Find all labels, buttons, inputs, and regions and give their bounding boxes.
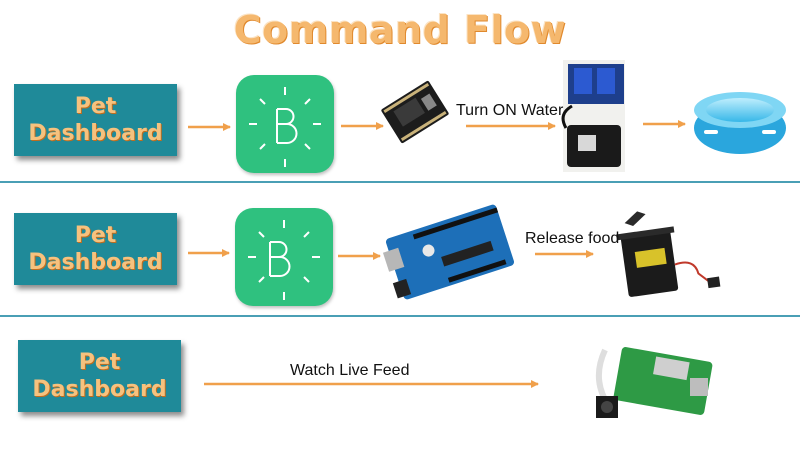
pet-dashboard-box: Pet Dashboard xyxy=(14,84,177,156)
nodemcu-board-image xyxy=(381,80,449,144)
blynk-logo-glyph xyxy=(249,87,321,167)
pet-water-bowl-image xyxy=(694,92,786,154)
servo-motor-image xyxy=(616,211,721,297)
relay-and-pump-image xyxy=(561,60,625,172)
arduino-uno-image xyxy=(382,204,515,300)
dashboard-label-line1: Pet xyxy=(74,223,117,248)
row-divider xyxy=(0,181,800,183)
blynk-logo-glyph xyxy=(248,220,320,300)
dashboard-label-line2: Dashboard xyxy=(28,121,163,146)
dashboard-label-line2: Dashboard xyxy=(32,377,167,402)
dashboard-label-line2: Dashboard xyxy=(28,250,163,275)
action-label-water: Turn ON Water xyxy=(456,102,564,119)
row-divider xyxy=(0,315,800,317)
dashboard-label-line1: Pet xyxy=(78,350,121,375)
dashboard-label-line1: Pet xyxy=(74,94,117,119)
pet-dashboard-box: Pet Dashboard xyxy=(18,340,181,412)
pet-dashboard-box: Pet Dashboard xyxy=(14,213,177,285)
action-label-feed: Watch Live Feed xyxy=(290,362,410,379)
diagram-title: Command Flow xyxy=(233,8,567,52)
action-label-food: Release food xyxy=(525,230,620,247)
raspberry-pi-camera-image xyxy=(596,347,713,418)
